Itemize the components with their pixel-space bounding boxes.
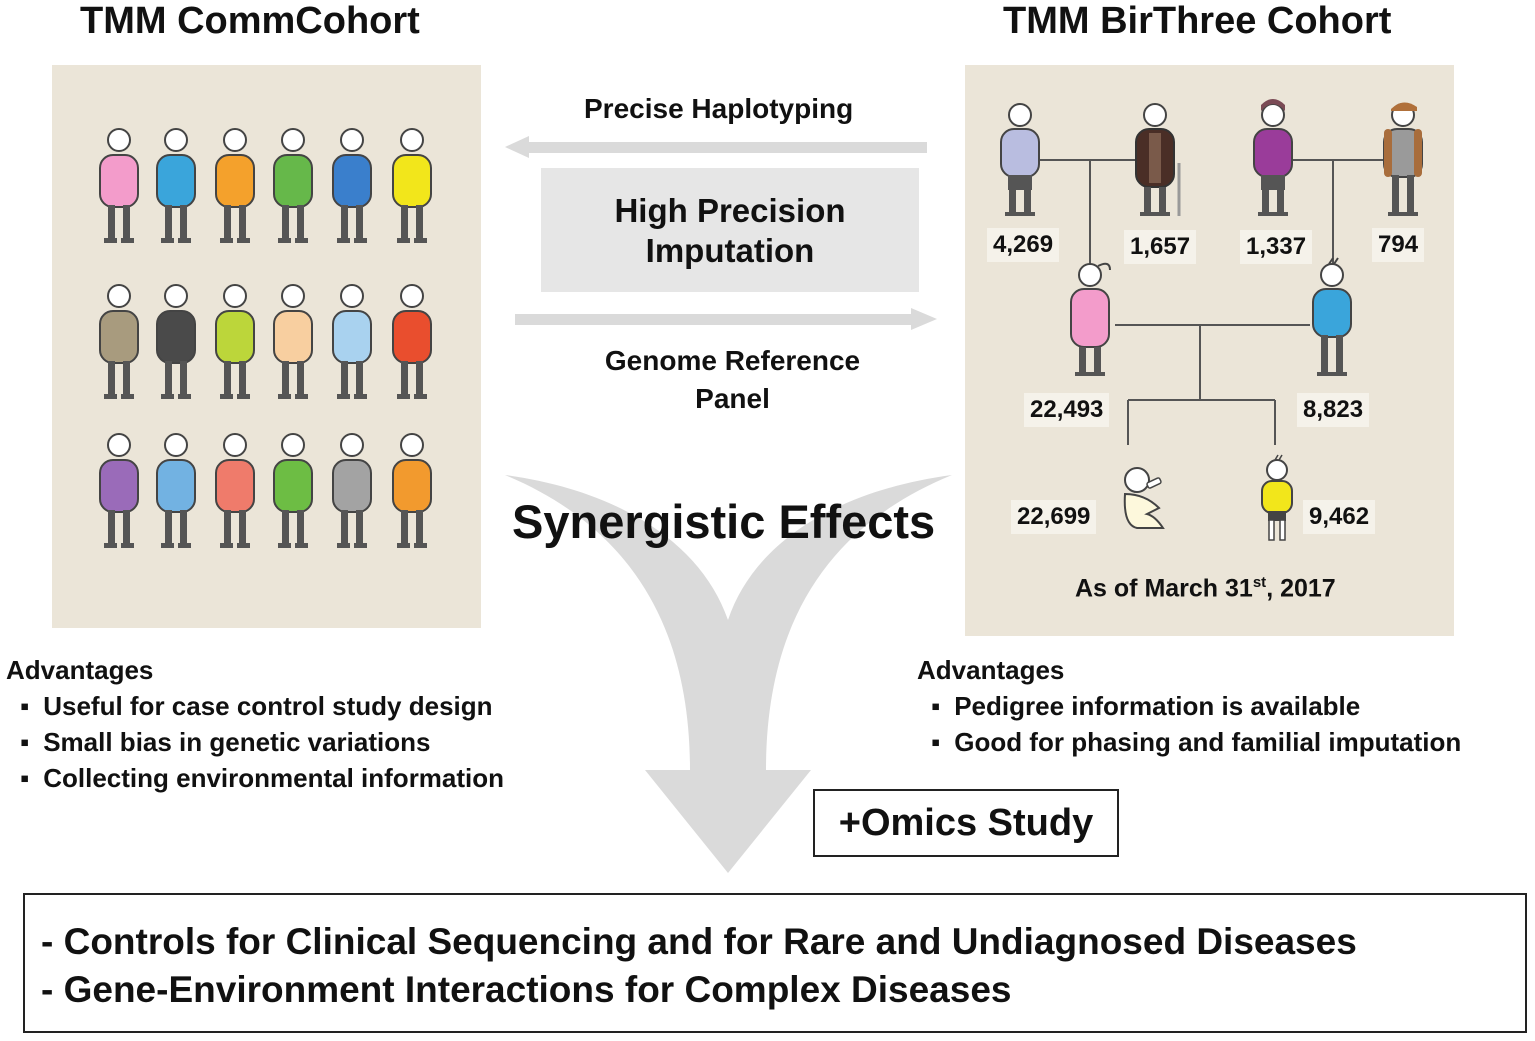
commcohort-people-grid: [99, 128, 432, 548]
left-arrow: [505, 136, 927, 158]
person-figure: [273, 433, 313, 548]
person-figure: [215, 433, 255, 548]
person-figure: [332, 433, 372, 548]
count-baby: 22,699: [1011, 500, 1097, 534]
count-grandmother-maternal: 1,657: [1124, 230, 1197, 264]
bottom-arrow-line2: Panel: [695, 383, 770, 414]
count-grandmother-paternal: 1,337: [1240, 230, 1313, 264]
count-mother: 22,493: [1024, 393, 1110, 427]
imputation-line2: Imputation: [645, 232, 815, 269]
person-figure: [392, 284, 432, 399]
mother-figure: [1070, 262, 1111, 376]
person-figure: [99, 128, 139, 243]
person-figure: [392, 433, 432, 548]
person-figure: [215, 128, 255, 243]
left-advantage-3: ▪Collecting environmental information: [20, 763, 505, 793]
count-grandfather-paternal: 794: [1372, 228, 1425, 262]
grandfather-figure-2: [1383, 102, 1423, 216]
pedigree-diagram: [1000, 99, 1423, 541]
imputation-box: High Precision Imputation: [541, 168, 919, 292]
outcomes-box: - Controls for Clinical Sequencing and f…: [23, 893, 1527, 1033]
top-arrow-label: Precise Haplotyping: [584, 93, 854, 124]
count-father: 8,823: [1297, 393, 1370, 427]
commcohort-panel: [52, 65, 481, 628]
bottom-arrow-label: Genome Reference Panel: [570, 342, 895, 418]
pedigree-lines: [1035, 159, 1385, 445]
right-cohort-title: TMM BirThree Cohort: [1003, 0, 1392, 42]
right-advantages-title: Advantages: [917, 655, 1065, 685]
as-of-prefix: As of March 31: [1075, 574, 1253, 603]
left-advantages: Advantages ▪Useful for case control stud…: [6, 655, 504, 794]
person-figure: [273, 128, 313, 243]
child-figure: [1261, 454, 1293, 541]
right-arrow: [515, 308, 937, 330]
person-figure: [156, 128, 196, 243]
person-figure: [273, 284, 313, 399]
bottom-arrow-line1: Genome Reference: [604, 345, 861, 376]
grandmother-figure-2: [1253, 99, 1293, 216]
person-figure: [332, 128, 372, 243]
outcome-1: - Controls for Clinical Sequencing and f…: [41, 921, 1357, 962]
person-figure: [215, 284, 255, 399]
person-figure: [156, 433, 196, 548]
person-figure: [99, 433, 139, 548]
count-child: 9,462: [1303, 500, 1376, 534]
left-advantage-2: ▪Small bias in genetic variations: [20, 727, 431, 757]
grandfather-figure-1: [1000, 103, 1040, 216]
left-advantages-title: Advantages: [6, 655, 154, 685]
person-figure: [392, 128, 432, 243]
as-of-sup: st: [1252, 574, 1267, 591]
left-cohort-title: TMM CommCohort: [80, 0, 420, 42]
as-of-suffix: , 2017: [1266, 574, 1336, 603]
synergy-label: Synergistic Effects: [512, 495, 936, 548]
imputation-line1: High Precision: [614, 192, 846, 229]
birthree-panel: [965, 65, 1454, 636]
outcome-2: - Gene-Environment Interactions for Comp…: [41, 969, 1012, 1010]
right-advantage-2: ▪Good for phasing and familial imputatio…: [931, 727, 1462, 757]
person-figure: [99, 284, 139, 399]
grandmother-figure-1: [1135, 103, 1181, 216]
right-advantage-1: ▪Pedigree information is available: [931, 691, 1361, 721]
father-figure: [1312, 257, 1352, 376]
baby-figure: [1123, 467, 1165, 529]
as-of-date: As of March 31st, 2017: [1075, 574, 1336, 603]
person-figure: [156, 284, 196, 399]
omics-box: +Omics Study: [813, 789, 1119, 857]
count-grandfather-maternal: 4,269: [987, 228, 1060, 262]
person-figure: [332, 284, 372, 399]
right-advantages: Advantages ▪Pedigree information is avai…: [917, 655, 1461, 758]
left-advantage-1: ▪Useful for case control study design: [20, 691, 493, 721]
